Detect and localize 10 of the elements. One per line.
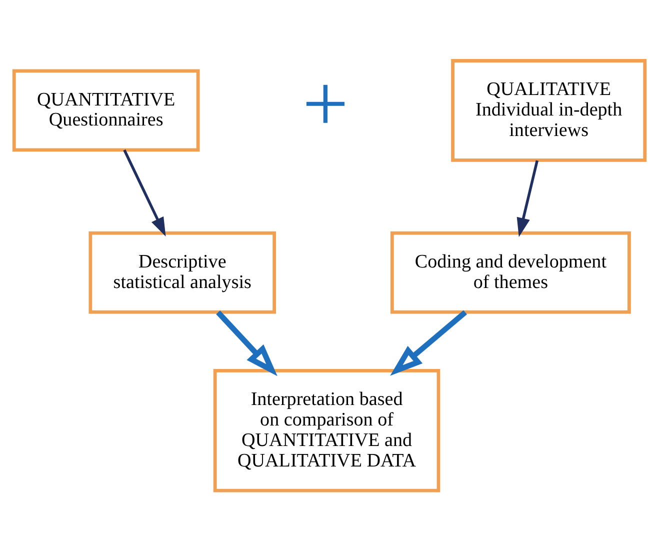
arrow [390,310,467,376]
node-box: Coding and development of themes [390,231,631,314]
arrow [216,310,278,376]
arrow [516,160,538,237]
arrow [123,149,166,237]
label: + [302,58,348,149]
node-box: QUANTITATIVE Questionnaires [12,69,200,152]
node-box: Interpretation based on comparison of QUANTITATIVE and QUALITATIVE DATA [213,368,440,492]
node-box: Descriptive statistical analysis [88,231,276,314]
node-box: QUALITATIVE Individual in-depth interviews [451,59,647,162]
